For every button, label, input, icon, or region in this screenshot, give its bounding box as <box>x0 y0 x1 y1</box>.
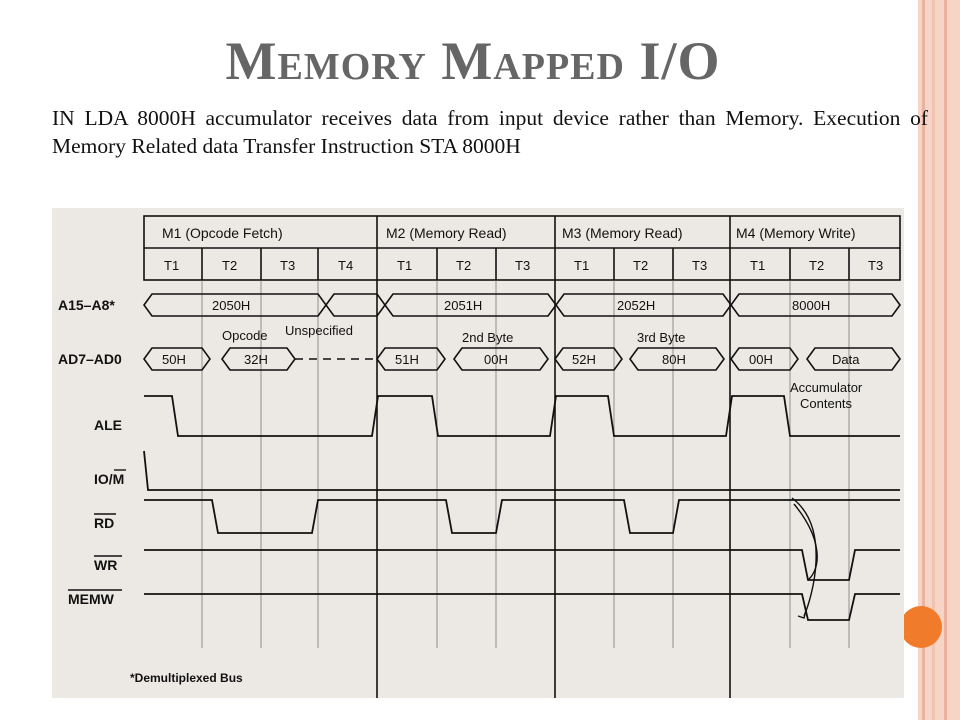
t-state-label: T1 <box>397 258 412 273</box>
annotation-2nd-byte: 2nd Byte <box>462 330 513 345</box>
signal-label-rd: RD <box>94 515 114 531</box>
address-value: 8000H <box>792 298 830 313</box>
timing-diagram: M1 (Opcode Fetch) M2 (Memory Read) M3 (M… <box>52 208 904 698</box>
t-state-label: T1 <box>750 258 765 273</box>
ad-value: Data <box>832 352 860 367</box>
ad-value: 80H <box>662 352 686 367</box>
address-value: 2052H <box>617 298 655 313</box>
border-stripe <box>944 0 947 720</box>
cycle-label-m1: M1 (Opcode Fetch) <box>162 225 283 241</box>
annotation-contents: Contents <box>800 396 853 411</box>
cycle-label-m2: M2 (Memory Read) <box>386 225 507 241</box>
annotation-3rd-byte: 3rd Byte <box>637 330 685 345</box>
annotation-unspecified: Unspecified <box>285 323 353 338</box>
address-value: 2050H <box>212 298 250 313</box>
cycle-label-m4: M4 (Memory Write) <box>736 225 856 241</box>
t-state-label: T3 <box>280 258 295 273</box>
bus-annotations: Opcode Unspecified 2nd Byte 3rd Byte Acc… <box>222 323 863 411</box>
t-state-label: T1 <box>574 258 589 273</box>
ad-value: 50H <box>162 352 186 367</box>
t-state-labels: T1 T2 T3 T4 T1 T2 T3 T1 T2 T3 T1 T2 T3 <box>164 258 883 273</box>
cycle-label-m3: M3 (Memory Read) <box>562 225 683 241</box>
address-values: 2050H 2051H 2052H 8000H <box>212 298 830 313</box>
signal-label-ale: ALE <box>94 417 122 433</box>
t-state-label: T2 <box>809 258 824 273</box>
t-state-label: T3 <box>515 258 530 273</box>
ad-value: 52H <box>572 352 596 367</box>
t-state-label: T2 <box>633 258 648 273</box>
border-stripe <box>922 0 925 720</box>
machine-cycle-labels: M1 (Opcode Fetch) M2 (Memory Read) M3 (M… <box>162 225 856 241</box>
active-low-overbars <box>68 469 126 591</box>
accent-circle <box>900 606 942 648</box>
ad-value: 51H <box>395 352 419 367</box>
annotation-accumulator: Accumulator <box>790 380 863 395</box>
ale-waveform <box>144 395 900 437</box>
timing-arrows <box>791 497 818 619</box>
iom-waveform <box>143 450 900 491</box>
t-state-label: T2 <box>222 258 237 273</box>
border-stripe <box>932 0 935 720</box>
signal-labels: A15–A8* AD7–AD0 ALE IO/M RD WR MEMW <box>58 297 124 607</box>
rd-waveform <box>144 499 900 534</box>
annotation-opcode: Opcode <box>222 328 268 343</box>
ad-values: 50H 32H 51H 00H 52H 80H 00H Data <box>162 352 860 367</box>
signal-label-address: A15–A8* <box>58 297 115 313</box>
slide-title: Memory Mapped I/O <box>225 31 721 91</box>
ad-bus-waveform <box>143 347 901 371</box>
memw-waveform <box>144 593 900 621</box>
slide-body-text: IN LDA 8000H accumulator receives data f… <box>52 106 928 158</box>
signal-label-memw: MEMW <box>68 591 115 607</box>
signal-label-iom: IO/M <box>94 471 124 487</box>
timing-diagram-svg: M1 (Opcode Fetch) M2 (Memory Read) M3 (M… <box>58 215 901 698</box>
signal-label-wr: WR <box>94 557 117 573</box>
slide-right-border <box>918 0 960 720</box>
t-state-label: T2 <box>456 258 471 273</box>
t-state-label: T1 <box>164 258 179 273</box>
signal-label-ad: AD7–AD0 <box>58 351 122 367</box>
wr-waveform <box>144 549 900 581</box>
t-state-label: T3 <box>692 258 707 273</box>
address-value: 2051H <box>444 298 482 313</box>
address-bus-waveform <box>143 293 901 317</box>
diagram-grid <box>143 215 901 698</box>
t-state-label: T4 <box>338 258 353 273</box>
diagram-footnote: *Demultiplexed Bus <box>130 671 243 685</box>
t-state-label: T3 <box>868 258 883 273</box>
ad-value: 00H <box>749 352 773 367</box>
ad-value: 00H <box>484 352 508 367</box>
ad-value: 32H <box>244 352 268 367</box>
